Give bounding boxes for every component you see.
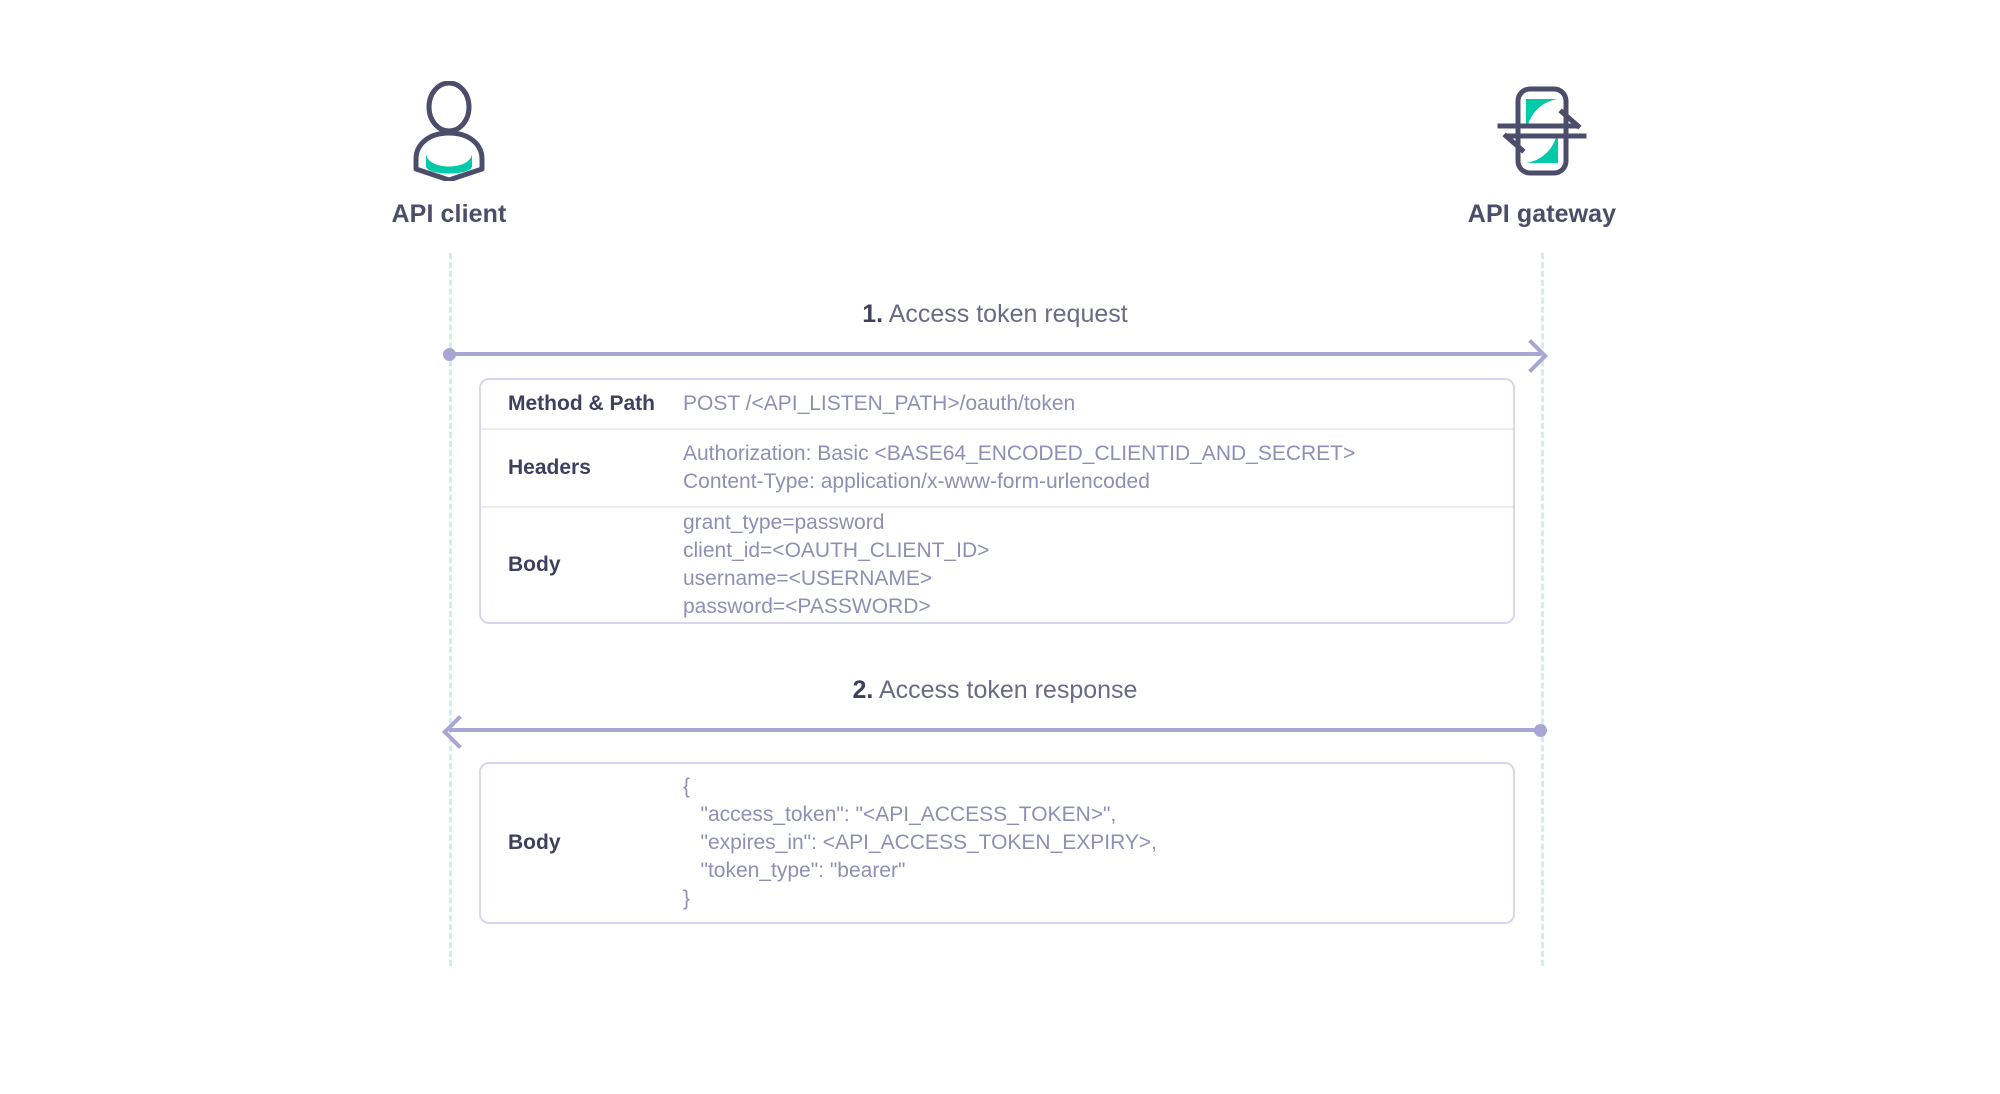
table-row: Body { "access_token": "<API_ACCESS_TOKE… [481, 764, 1513, 922]
row-label: Headers [508, 456, 591, 479]
table-row: Headers Authorization: Basic <BASE64_ENC… [481, 428, 1513, 506]
actor-api-client: API client [299, 78, 599, 229]
row-value: grant_type=password client_id=<OAUTH_CLI… [683, 509, 1513, 621]
row-value-line: Content-Type: application/x-www-form-url… [683, 470, 1150, 493]
lifeline-api-gateway [1541, 253, 1544, 966]
row-value-line: { [683, 775, 691, 798]
message-label-1: 1. Access token request [449, 300, 1541, 329]
arrow-head-left-icon [442, 715, 476, 749]
actor-label: API gateway [1467, 200, 1617, 228]
row-label: Body [508, 831, 561, 854]
arrow-line [449, 728, 1541, 732]
row-value-line: "access_token": "<API_ACCESS_TOKEN>", [683, 803, 1117, 826]
row-value: Authorization: Basic <BASE64_ENCODED_CLI… [683, 440, 1513, 496]
row-value-line: } [683, 887, 691, 910]
row-value-line: POST /<API_LISTEN_PATH>/oauth/token [683, 392, 1076, 415]
message-arrow-1 [443, 339, 1548, 373]
actor-api-gateway: API gateway [1392, 78, 1692, 229]
row-value-line: password=<PASSWORD> [683, 595, 931, 618]
message-step-number: 2. [852, 676, 874, 704]
response-detail-table: Body { "access_token": "<API_ACCESS_TOKE… [479, 762, 1515, 924]
request-detail-table: Method & Path POST /<API_LISTEN_PATH>/oa… [479, 378, 1515, 624]
row-value-line: "token_type": "bearer" [683, 859, 906, 882]
row-label: Body [508, 553, 561, 576]
row-value-line: Authorization: Basic <BASE64_ENCODED_CLI… [683, 442, 1356, 465]
message-arrow-2 [442, 715, 1547, 749]
row-value: { "access_token": "<API_ACCESS_TOKEN>", … [683, 773, 1513, 913]
message-text: Access token request [888, 300, 1128, 328]
arrow-line [449, 352, 1541, 356]
arrow-origin-dot [1534, 724, 1547, 737]
user-icon [299, 78, 599, 183]
message-label-2: 2. Access token response [449, 676, 1541, 705]
row-value-line: grant_type=password [683, 511, 885, 534]
table-row: Method & Path POST /<API_LISTEN_PATH>/oa… [481, 380, 1513, 428]
gateway-icon [1392, 78, 1692, 183]
row-value-line: "expires_in": <API_ACCESS_TOKEN_EXPIRY>, [683, 831, 1158, 854]
row-value-line: username=<USERNAME> [683, 567, 933, 590]
table-row: Body grant_type=password client_id=<OAUT… [481, 506, 1513, 622]
row-value-line: client_id=<OAUTH_CLIENT_ID> [683, 539, 990, 562]
lifeline-api-client [449, 253, 452, 966]
message-step-number: 1. [862, 300, 884, 328]
message-text: Access token response [878, 676, 1138, 704]
actor-label: API client [391, 200, 507, 228]
row-label: Method & Path [508, 392, 655, 415]
row-value: POST /<API_LISTEN_PATH>/oauth/token [683, 390, 1513, 418]
